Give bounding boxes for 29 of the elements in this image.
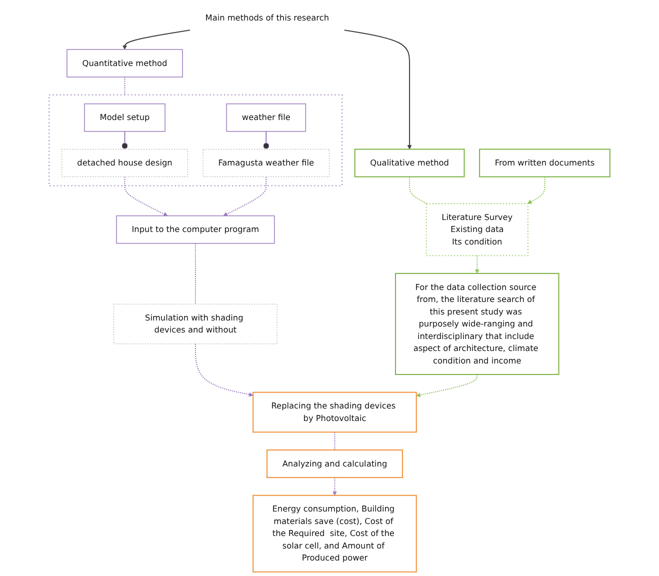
arrow [122, 30, 190, 50]
node-box: Qualitative method [354, 148, 465, 178]
arrow [527, 176, 546, 204]
arrow [344, 30, 412, 150]
node-box: Simulation with shading devices and without [114, 304, 278, 344]
arrow [223, 176, 267, 216]
node-box: Energy consumption, Building materials save (cost), Cost of the Required site, Cost of the solar cell, and Amount of Produced power [252, 494, 417, 572]
node-box: Replacing the shading devices by Photovoltaic [252, 392, 417, 433]
connector [194, 243, 196, 304]
arrow [332, 478, 337, 496]
connector [263, 131, 270, 150]
node-box: From written documents [479, 148, 610, 178]
node-box: weather file [226, 103, 306, 132]
connector [122, 131, 128, 150]
arrow [124, 176, 168, 216]
node-box: Quantitative method [66, 49, 183, 78]
connector [124, 77, 126, 95]
arrow [194, 344, 254, 397]
connector [409, 176, 428, 204]
node-box: For the data collection source from, the literature search of this present study was purposely wide-ranging and interdisciplinary that include aspect of architecture, climate condition and income [394, 272, 560, 375]
node-box: detached house design [62, 148, 188, 178]
connector [334, 432, 336, 450]
arrow [416, 374, 478, 398]
node-text: Main methods of this research [205, 12, 329, 22]
node-box: Analyzing and calculating [266, 449, 403, 478]
node-box: Model setup [84, 103, 166, 132]
node-box: Input to the computer program [116, 215, 275, 244]
arrow [474, 256, 480, 274]
node-box: Famagusta weather file [202, 148, 330, 178]
